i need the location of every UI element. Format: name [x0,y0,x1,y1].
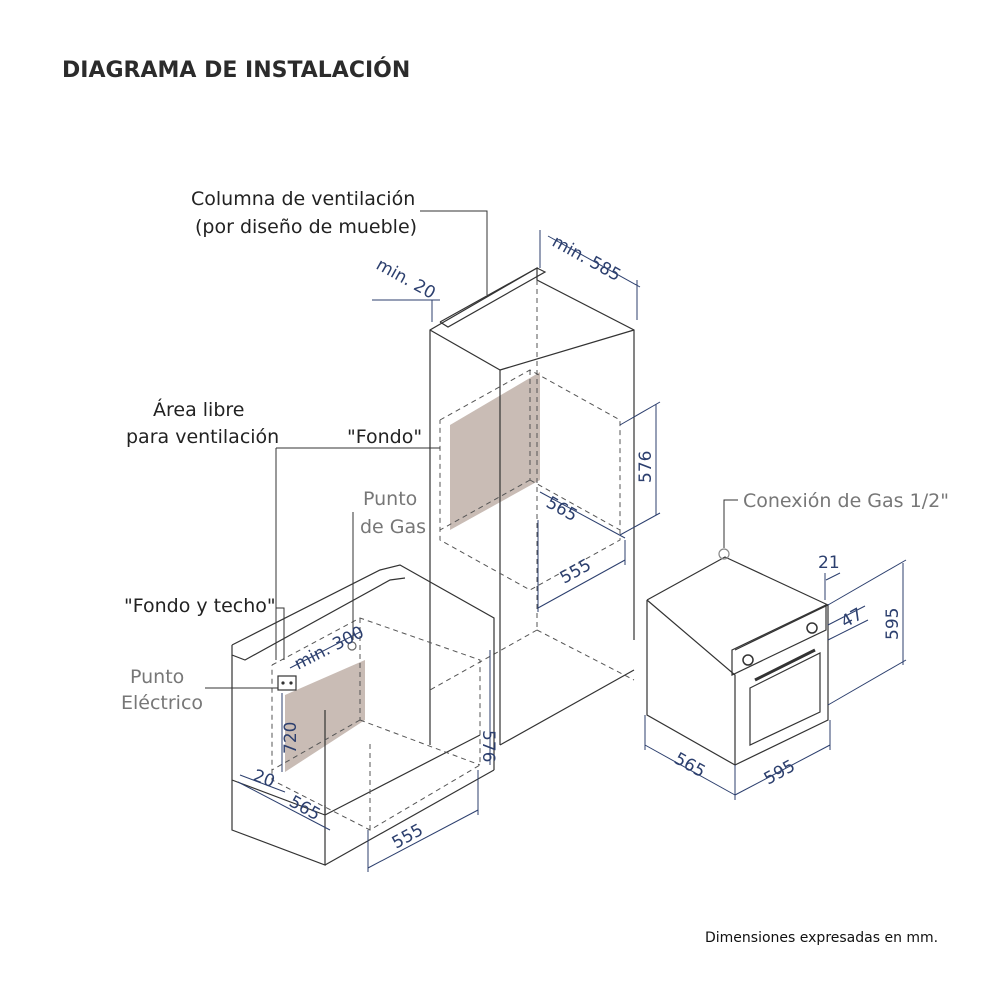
ventilation-column-leader [420,210,488,295]
tall-cabinet-hidden-edge [429,629,538,691]
tall-cabinet [429,266,635,746]
gas-connection-label: Conexión de Gas 1/2" [743,490,949,512]
dim-label-720: 720 [281,722,301,754]
back-and-top-label: "Fondo y techo" [124,595,276,617]
electric-point-label: Punto [130,666,184,688]
dim-line-555-base [367,809,479,869]
base-cabinet-edge [231,779,326,816]
dim-line-20 [239,774,286,793]
dim-label-576-tall: 576 [636,451,656,483]
dim-line-565-oven [644,744,736,796]
dim-ext [619,401,661,426]
dim-line-min-300 [289,631,361,669]
dim-label-47: 47 [838,604,867,632]
gas-point-sublabel: de Gas [360,516,426,538]
dim-label-555-tall: 555 [557,555,595,588]
tall-cabinet-edge [429,329,501,371]
countertop [231,564,495,646]
base-cabinet-edge [324,734,481,816]
electric-socket-icon [277,675,297,691]
dim-label-565-base: 565 [286,792,324,825]
tall-cabinet-outline [429,266,635,745]
base-cabinet-edge [324,769,495,866]
gas-point-icon [347,641,357,651]
gas-point-label: Punto [363,488,417,510]
dim-label-min-585: min. 585 [549,232,625,286]
dim-ext [619,512,661,536]
electric-socket-pin-icon [289,681,293,685]
countertop-edge [231,577,406,661]
oven-door-window [749,652,821,746]
dim-label-21: 21 [818,553,840,573]
dim-line-47 [827,605,866,626]
leader-lines [205,210,738,689]
free-area-sublabel: para ventilación [126,426,279,448]
base-cabinet-niche-edge [271,719,361,771]
page-title: DIAGRAMA DE INSTALACIÓN [62,57,410,83]
oven-top [646,556,829,606]
tall-cabinet-cutout-back [450,372,540,530]
ventilation-column-label: Columna de ventilación [191,188,415,210]
footer-note: Dimensiones expresadas en mm. [705,930,938,946]
dimension-lines [237,230,907,872]
free-area-label: Área libre [153,398,244,421]
dim-line-47 [827,619,869,641]
base-cabinet [231,564,495,866]
dim-line-595-width [734,744,831,796]
dim-label-595-height: 595 [883,608,903,640]
dim-line-min-585 [547,235,641,288]
dim-line-555-tall [537,559,626,609]
base-cabinet-outline [231,655,326,866]
back-label: "Fondo" [347,426,422,448]
tall-cabinet-edge [499,329,635,371]
oven-knob-icon [806,622,818,634]
dim-ext [827,559,907,606]
oven-door-handle [754,648,816,682]
oven-front-outline [734,604,829,766]
dim-label-565-tall: 565 [543,493,581,526]
oven-knob-icon [742,654,754,666]
oven-control-panel [731,604,827,676]
tall-cabinet-niche-edge [529,479,621,531]
electric-socket-pin-icon [281,681,285,685]
dim-label-min-20: min. 20 [373,255,439,304]
oven [646,548,829,767]
dim-line-565-base [237,781,331,831]
gas-connection-leader [723,499,738,548]
tall-cabinet-edge [499,669,635,746]
dim-label-555-base: 555 [389,820,427,853]
dim-ext [827,659,907,706]
tall-cabinet-niche-edge [439,479,531,531]
electric-point-sublabel: Eléctrico [121,692,203,714]
dim-line-21 [825,572,841,581]
gas-connection-icon [718,548,730,560]
ventilation-column-sublabel: (por diseño de mueble) [195,216,417,238]
base-cabinet-niche-edge [359,719,481,766]
tall-cabinet-hidden-edge [536,629,635,681]
ventilation-strip [439,267,547,328]
back-and-top-leader [276,607,285,660]
dim-line-565-tall [539,491,626,539]
dim-label-595-width: 595 [761,756,799,789]
oven-side [646,599,736,767]
dim-label-576-base: 576 [478,730,498,762]
